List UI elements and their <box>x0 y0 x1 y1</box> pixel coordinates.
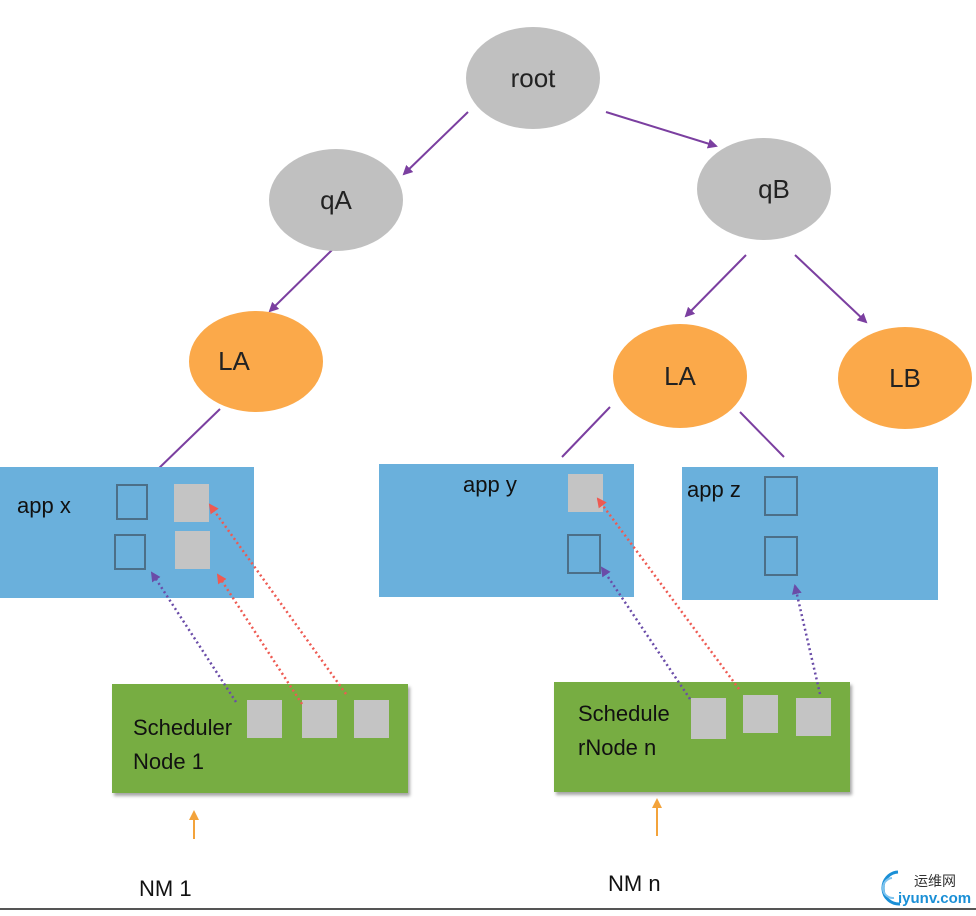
app-x-slot-full-2 <box>175 531 210 569</box>
app-z-slot-empty-1 <box>764 476 798 516</box>
app-z-slot-empty-2 <box>764 536 798 576</box>
scheduler-node-1-container-3 <box>354 700 389 738</box>
scheduler-node-n-box: Schedule rNode n <box>554 682 850 792</box>
app-x-box: app x <box>0 467 254 598</box>
edge-qb-lb <box>794 254 868 324</box>
root-node-label: root <box>510 62 556 93</box>
edge-root-qb <box>605 111 718 149</box>
scheduler-node-1-container-1 <box>247 700 282 738</box>
edge-root-qa <box>402 111 469 176</box>
app-x-slot-full-1 <box>174 484 209 522</box>
watermark-cn-text: 运维网 <box>914 874 956 890</box>
scheduler-node-n-label: Schedule rNode n <box>578 701 670 760</box>
assign-arrow-noden-to-appy-empty <box>600 566 692 700</box>
leaf-node-la-right-label: LA <box>664 360 696 391</box>
scheduler-node-n-container-1 <box>691 698 726 739</box>
leaf-node-la-right: LA <box>613 324 747 428</box>
watermark-en-text: iyunv.com <box>898 890 972 907</box>
scheduler-node-n-container-2 <box>743 695 778 733</box>
app-y-slot-empty-1 <box>567 534 601 574</box>
edge-la-appy <box>561 406 611 458</box>
scheduler-node-1-label: Scheduler Node 1 <box>133 715 233 774</box>
edge-qa-la <box>268 249 333 313</box>
scheduler-node-1-container-2 <box>302 700 337 738</box>
app-x-slot-empty-2 <box>114 534 146 570</box>
leaf-node-lb: LB <box>838 327 972 429</box>
leaf-node-lb-label: LB <box>889 362 921 393</box>
assign-arrow-node1-to-appx-empty <box>150 571 238 703</box>
queue-node-qb: qB <box>697 138 831 240</box>
assign-arrow-node1-to-appx-full-2 <box>216 573 304 705</box>
app-y-label: app y <box>463 472 517 497</box>
queue-node-qb-label: qB <box>758 173 790 204</box>
edge-qb-la <box>684 254 747 318</box>
app-z-label: app z <box>687 477 741 502</box>
app-z-box: app z <box>682 467 938 600</box>
app-x-slot-empty-1 <box>116 484 148 520</box>
leaf-node-la-left: LA <box>189 311 323 412</box>
app-x-label: app x <box>17 493 71 518</box>
watermark-logo-icon <box>881 870 901 906</box>
leaf-node-la-left-label: LA <box>218 346 250 376</box>
root-node: root <box>466 27 600 129</box>
edge-la-appz <box>739 411 785 458</box>
app-y-box: app y <box>379 464 634 597</box>
assign-arrow-noden-to-appz-empty <box>791 584 822 695</box>
assign-arrow-node1-to-appx-full-1 <box>208 503 348 695</box>
edge-la-appx <box>155 408 221 472</box>
watermark: 运维网 iyunv.com <box>870 866 974 912</box>
scheduler-node-1-box: Scheduler Node 1 <box>112 684 408 793</box>
nm-1-label: NM 1 <box>139 876 192 901</box>
queue-node-qa-label: qA <box>320 184 352 215</box>
nm-n-label: NM n <box>608 871 661 896</box>
queue-node-qa: qA <box>269 149 403 251</box>
bottom-rule <box>0 908 976 910</box>
scheduler-node-n-container-3 <box>796 698 831 736</box>
